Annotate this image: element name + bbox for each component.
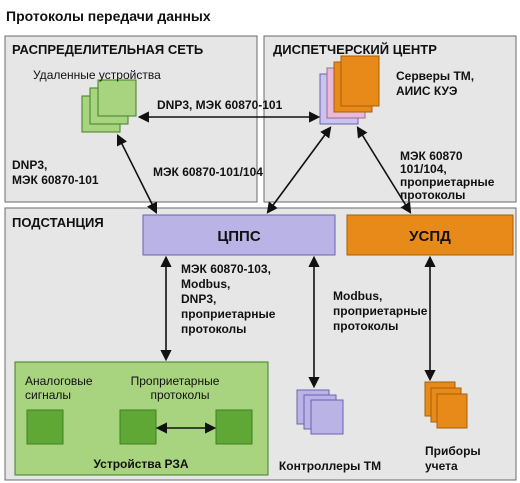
- meters-label-line1: Приборы: [425, 444, 481, 458]
- link-cpps-controllers-line2: проприетарные: [333, 304, 428, 318]
- uspd-node: [346, 214, 514, 256]
- region-dispatch-label: ДИСПЕТЧЕРСКИЙ ЦЕНТР: [273, 42, 437, 57]
- meters-node: [424, 381, 468, 429]
- rza-analog-device: [26, 409, 64, 445]
- link-cpps-rza-line5: протоколы: [181, 322, 246, 336]
- link-cpps-rza-line3: DNP3,: [181, 292, 216, 306]
- link-remote-servers-label: DNP3, МЭК 60870-101: [157, 98, 283, 112]
- arrow-servers-uspd: [356, 126, 412, 214]
- servers-label-line1: Серверы ТМ,: [396, 69, 474, 83]
- link-remote-cpps-line2: МЭК 60870-101: [12, 173, 99, 187]
- controllers-node: [296, 389, 344, 435]
- rza-analog-line2: сигналы: [25, 388, 71, 402]
- link-cpps-rza-line1: МЭК 60870-103,: [181, 262, 271, 276]
- link-cpps-controllers-line3: протоколы: [333, 319, 398, 333]
- rza-analog-line1: Аналоговые: [25, 374, 93, 388]
- rza-group-title: Устройства РЗА: [93, 457, 188, 471]
- servers-node: [319, 55, 380, 125]
- arrow-cpps-servers: [266, 126, 332, 214]
- servers-label-line2: АИИС КУЭ: [396, 84, 458, 98]
- diagram-title: Протоколы передачи данных: [6, 8, 211, 24]
- arrow-remote-cpps: [116, 133, 158, 215]
- link-servers-uspd-line4: протоколы: [400, 188, 465, 202]
- rza-device-b: [215, 409, 253, 445]
- link-servers-uspd-line1: МЭК 60870: [400, 149, 463, 163]
- cpps-node: [142, 214, 336, 256]
- link-cpps-rza-line2: Modbus,: [181, 277, 230, 291]
- remote-devices-label: Удаленные устройства: [33, 68, 161, 82]
- rza-prop-line2: протоколы: [150, 388, 209, 402]
- link-servers-uspd-line2: 101/104,: [400, 162, 447, 176]
- link-cpps-servers-label: МЭК 60870-101/104: [153, 165, 263, 179]
- region-substation-label: ПОДСТАНЦИЯ: [12, 215, 104, 230]
- cpps-label: ЦППС: [217, 228, 261, 245]
- uspd-label: УСПД: [409, 228, 451, 245]
- meters-label-line2: учета: [425, 459, 458, 473]
- link-servers-uspd-line3: проприетарные: [400, 175, 495, 189]
- link-cpps-controllers-line1: Modbus,: [333, 289, 382, 303]
- rza-prop-line1: Проприетарные: [131, 374, 220, 388]
- region-distribution-label: РАСПРЕДЕЛИТЕЛЬНАЯ СЕТЬ: [12, 42, 203, 57]
- link-cpps-rza-line4: проприетарные: [181, 307, 276, 321]
- link-remote-cpps-line1: DNP3,: [12, 158, 47, 172]
- rza-device-a: [119, 409, 157, 445]
- remote-devices-node: [81, 79, 137, 133]
- controllers-label: Контроллеры ТМ: [279, 459, 381, 473]
